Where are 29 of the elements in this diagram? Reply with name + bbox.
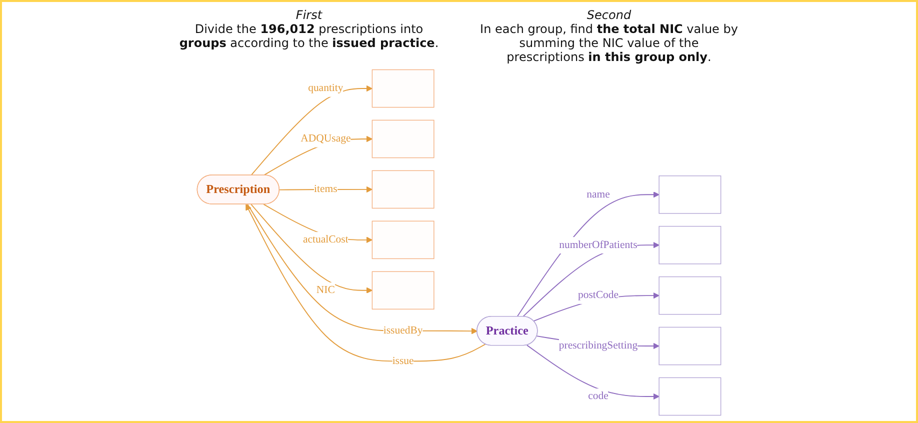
edge-label: prescribingSetting <box>558 340 638 352</box>
node-box <box>658 226 722 264</box>
note-text: In each group, find the total NIC value by summing the NIC value of the prescriptions in this group only. <box>479 22 739 64</box>
node-box <box>372 220 434 260</box>
edge-label: quantity <box>308 82 344 94</box>
edge-label: items <box>314 184 338 195</box>
edge-label: ADQUsage <box>300 133 351 145</box>
edge-label: numberOfPatients <box>559 239 638 251</box>
edge-label: issuedBy <box>383 324 423 336</box>
arrow <box>516 191 660 318</box>
node-box <box>372 69 434 108</box>
note-heading: Second <box>586 8 632 22</box>
edge-label: name <box>586 188 610 200</box>
edge-label: issue <box>392 355 414 367</box>
node-box <box>658 377 722 416</box>
node-box <box>372 170 434 209</box>
edge-label: postCode <box>578 290 619 302</box>
node-box <box>658 175 722 214</box>
edge-label: code <box>588 390 608 402</box>
node-box <box>372 271 434 310</box>
node-box <box>658 276 722 315</box>
edge-label: NIC <box>316 284 335 296</box>
node-box <box>372 120 434 158</box>
edge-label: actualCost <box>303 234 348 246</box>
note-heading: First <box>296 8 322 22</box>
arrow <box>522 242 660 318</box>
node-box <box>658 326 722 366</box>
note-text: Divide the 196,012 prescriptions into groups according to the issued practice. <box>179 22 439 50</box>
arrow <box>526 344 660 400</box>
